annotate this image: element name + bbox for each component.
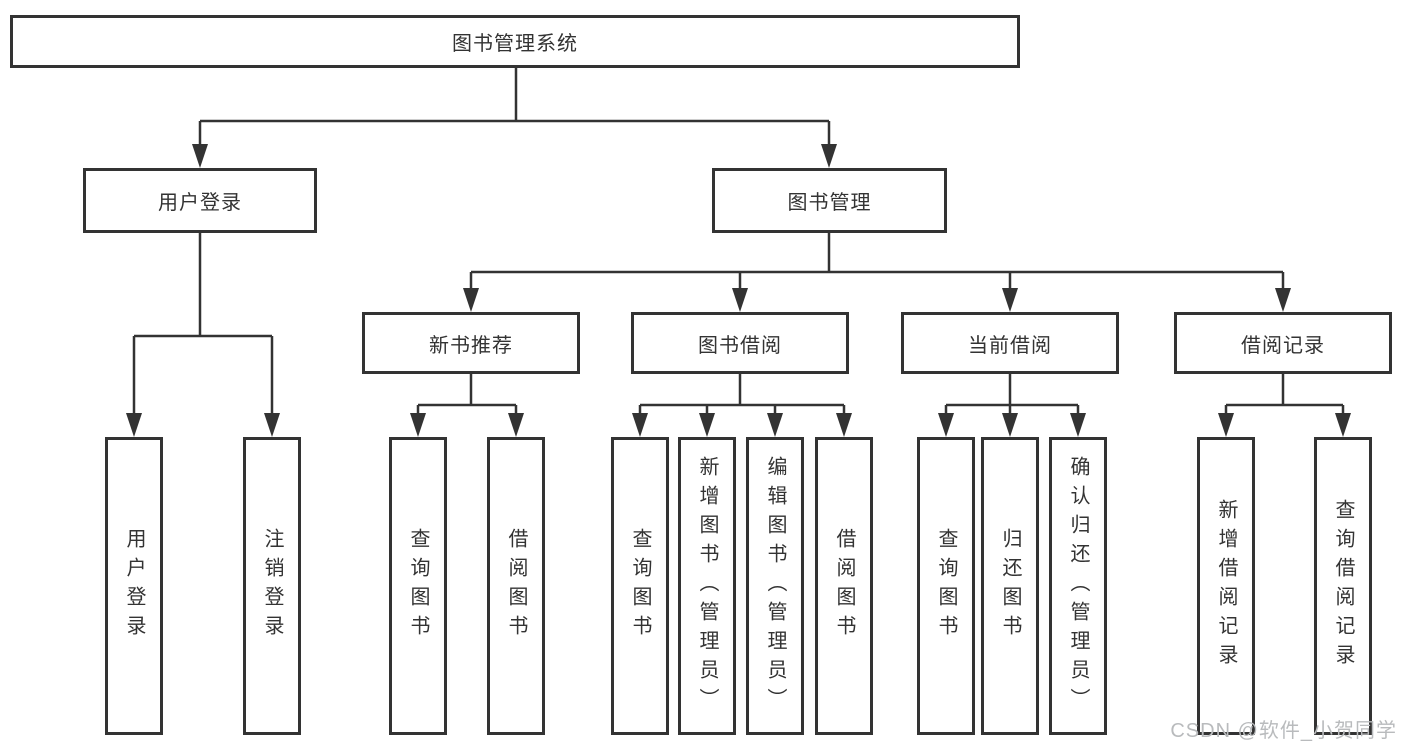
leaf-label: 查询图书 [407, 528, 429, 644]
csdn-watermark: CSDN @软件_小贺同学 [1170, 720, 1397, 742]
edge-userlogin-to-leaves [132, 233, 274, 419]
leaf-add-borrow-record: 新增借阅记录 [1197, 437, 1255, 735]
node-book-management: 图书管理 [712, 168, 947, 233]
leaf-label: 新增图书（管理员） [696, 455, 718, 717]
leaf-confirm-return-admin: 确认归还（管理员） [1049, 437, 1107, 735]
node-user-login: 用户登录 [83, 168, 317, 233]
leaf-label: 确认归还（管理员） [1067, 455, 1089, 717]
leaf-query-books-current: 查询图书 [917, 437, 975, 735]
leaf-query-books-borrow: 查询图书 [611, 437, 669, 735]
edge-current-to-leaves [944, 374, 1080, 419]
edge-root-to-level2 [198, 68, 831, 150]
node-current-borrowing: 当前借阅 [901, 312, 1119, 374]
leaf-edit-books-admin: 编辑图书（管理员） [746, 437, 804, 735]
leaf-borrow-books: 借阅图书 [815, 437, 873, 735]
leaf-logout: 注销登录 [243, 437, 301, 735]
node-new-book-recommend: 新书推荐 [362, 312, 580, 374]
edge-newbook-to-leaves [416, 374, 518, 419]
leaf-user-login: 用户登录 [105, 437, 163, 735]
leaf-add-books-admin: 新增图书（管理员） [678, 437, 736, 735]
leaf-query-books-recommend: 查询图书 [389, 437, 447, 735]
leaf-label: 用户登录 [123, 528, 145, 644]
node-borrowing-records: 借阅记录 [1174, 312, 1392, 374]
tree-edges [132, 68, 1345, 419]
leaf-query-borrow-record: 查询借阅记录 [1314, 437, 1372, 735]
edge-records-to-leaves [1224, 374, 1345, 419]
node-book-borrowing: 图书借阅 [631, 312, 849, 374]
edge-bookmgmt-to-level3 [469, 233, 1285, 294]
leaf-label: 查询图书 [935, 528, 957, 644]
leaf-label: 查询借阅记录 [1332, 499, 1354, 673]
edge-borrow-to-leaves [638, 374, 846, 419]
arrowhead-icons [126, 144, 1351, 437]
node-root-system: 图书管理系统 [10, 15, 1020, 68]
leaf-label: 归还图书 [999, 528, 1021, 644]
leaf-label: 新增借阅记录 [1215, 499, 1237, 673]
leaf-label: 查询图书 [629, 528, 651, 644]
leaf-label: 注销登录 [261, 528, 283, 644]
leaf-borrow-books-recommend: 借阅图书 [487, 437, 545, 735]
leaf-label: 借阅图书 [833, 528, 855, 644]
leaf-return-books: 归还图书 [981, 437, 1039, 735]
leaf-label: 编辑图书（管理员） [764, 455, 786, 717]
leaf-label: 借阅图书 [505, 528, 527, 644]
